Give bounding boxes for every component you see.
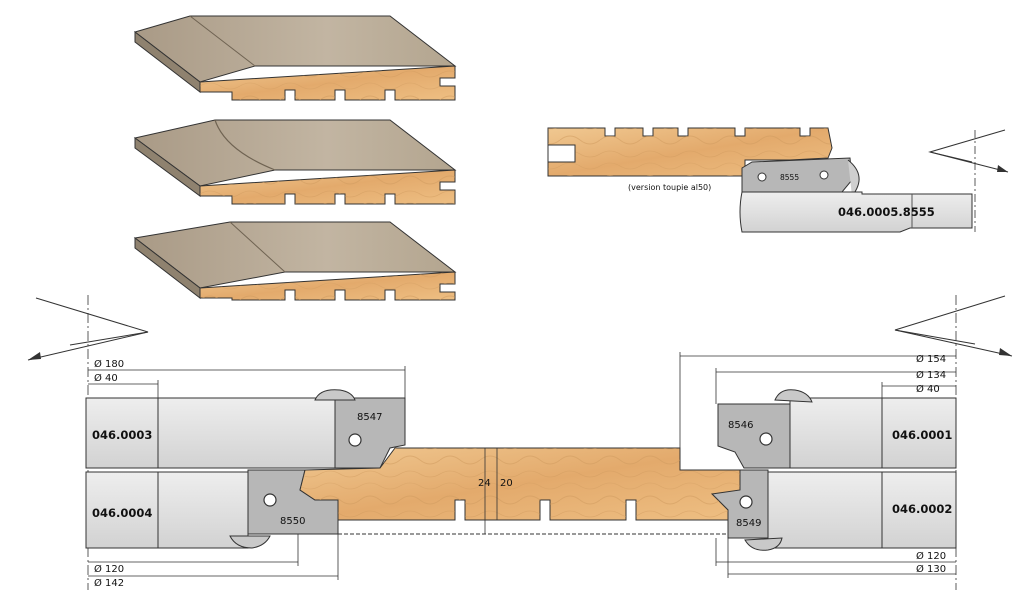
- side-body-code: 046.0005.8555: [838, 205, 935, 219]
- right-bottom-code: 046.0002: [892, 502, 952, 516]
- right-tool-top: 8546 046.0001: [717, 389, 957, 469]
- left-dim-142: Ø 142: [94, 577, 124, 589]
- left-dim-40: Ø 40: [94, 372, 118, 384]
- right-dimensions: Ø 154 Ø 134 Ø 40 Ø 120 Ø 130: [679, 352, 956, 578]
- left-knife-top: 8547: [357, 412, 382, 423]
- left-bottom-code: 046.0004: [92, 506, 152, 520]
- right-dim-154: Ø 154: [916, 353, 946, 365]
- right-dim-120: Ø 120: [916, 550, 946, 562]
- board-section: 24 20: [299, 447, 741, 535]
- right-dim-40: Ø 40: [916, 383, 940, 395]
- left-dim-120: Ø 120: [94, 563, 124, 575]
- side-caption: (version toupie al50): [628, 183, 711, 192]
- profile-1: [133, 15, 457, 101]
- left-knife-bottom: 8550: [280, 516, 305, 527]
- left-top-code: 046.0003: [92, 428, 152, 442]
- profile-2: [133, 119, 457, 205]
- left-dim-180: Ø 180: [94, 358, 124, 370]
- board-dim-outer: 24: [478, 478, 491, 489]
- left-rotation-arrow: [27, 297, 149, 361]
- left-tool-bottom: 8550 046.0004: [85, 469, 339, 549]
- board-dim-inner: 20: [500, 478, 513, 489]
- profile-3: [133, 221, 457, 301]
- right-rotation-arrow: [894, 295, 1013, 357]
- side-view: 8555 046.0005.8555 (version toupie al50): [547, 127, 1009, 233]
- right-knife-top: 8546: [728, 420, 753, 431]
- right-dim-130: Ø 130: [916, 563, 946, 575]
- right-dim-134: Ø 134: [916, 369, 946, 381]
- left-tool-top: 8547 046.0003: [85, 389, 406, 469]
- right-top-code: 046.0001: [892, 428, 952, 442]
- side-knife-number: 8555: [780, 173, 799, 182]
- left-dimensions: Ø 180 Ø 40 Ø 120 Ø 142: [88, 358, 406, 589]
- right-knife-bottom: 8549: [736, 518, 761, 529]
